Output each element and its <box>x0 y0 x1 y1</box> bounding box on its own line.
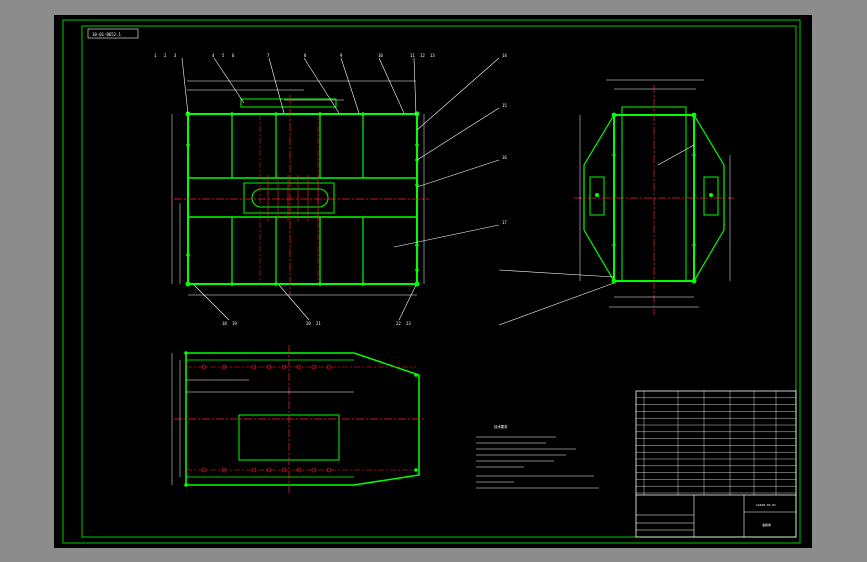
callout-numbers: 1 2 3 4 5 6 7 8 9 10 11 12 13 14 15 16 1… <box>154 53 507 326</box>
inner-frame <box>81 25 797 538</box>
title-drawing-no: CA640-03-01 <box>756 503 776 507</box>
plan-view <box>171 345 424 493</box>
callout-3: 3 <box>174 53 177 58</box>
callout-17: 17 <box>502 220 507 225</box>
callout-1: 1 <box>154 53 157 58</box>
title-block: CA640-03-01 油箱体 <box>635 390 797 538</box>
callout-2: 2 <box>164 53 167 58</box>
callout-19: 19 <box>232 321 237 326</box>
drawing-code-text: 10-01-0652.1 <box>92 32 121 37</box>
front-view-leaders <box>181 57 500 321</box>
callout-8: 8 <box>304 53 307 58</box>
callout-7: 7 <box>267 53 270 58</box>
outer-frame <box>62 19 801 544</box>
callout-18: 18 <box>222 321 227 326</box>
drawing-sheet: 10-01-0652.1 <box>62 19 801 544</box>
callout-13: 13 <box>430 53 435 58</box>
callout-20: 20 <box>306 321 311 326</box>
callout-21: 21 <box>316 321 321 326</box>
callout-6: 6 <box>232 53 235 58</box>
notes-title: 技术要求 <box>494 424 508 429</box>
callout-5: 5 <box>222 53 225 58</box>
side-view <box>498 79 734 326</box>
technical-notes: 技术要求 <box>476 424 599 489</box>
callout-14: 14 <box>502 53 507 58</box>
cad-viewport[interactable]: 10-01-0652.1 <box>54 15 812 548</box>
callout-12: 12 <box>420 53 425 58</box>
callout-9: 9 <box>340 53 343 58</box>
callout-15: 15 <box>502 103 507 108</box>
callout-10: 10 <box>378 53 383 58</box>
front-view <box>171 80 429 296</box>
title-part-name: 油箱体 <box>762 522 771 527</box>
callout-11: 11 <box>410 53 415 58</box>
callout-22: 22 <box>396 321 401 326</box>
callout-4: 4 <box>212 53 215 58</box>
callout-23: 23 <box>406 321 411 326</box>
callout-16: 16 <box>502 155 507 160</box>
drawing-code-box: 10-01-0652.1 <box>87 28 139 39</box>
